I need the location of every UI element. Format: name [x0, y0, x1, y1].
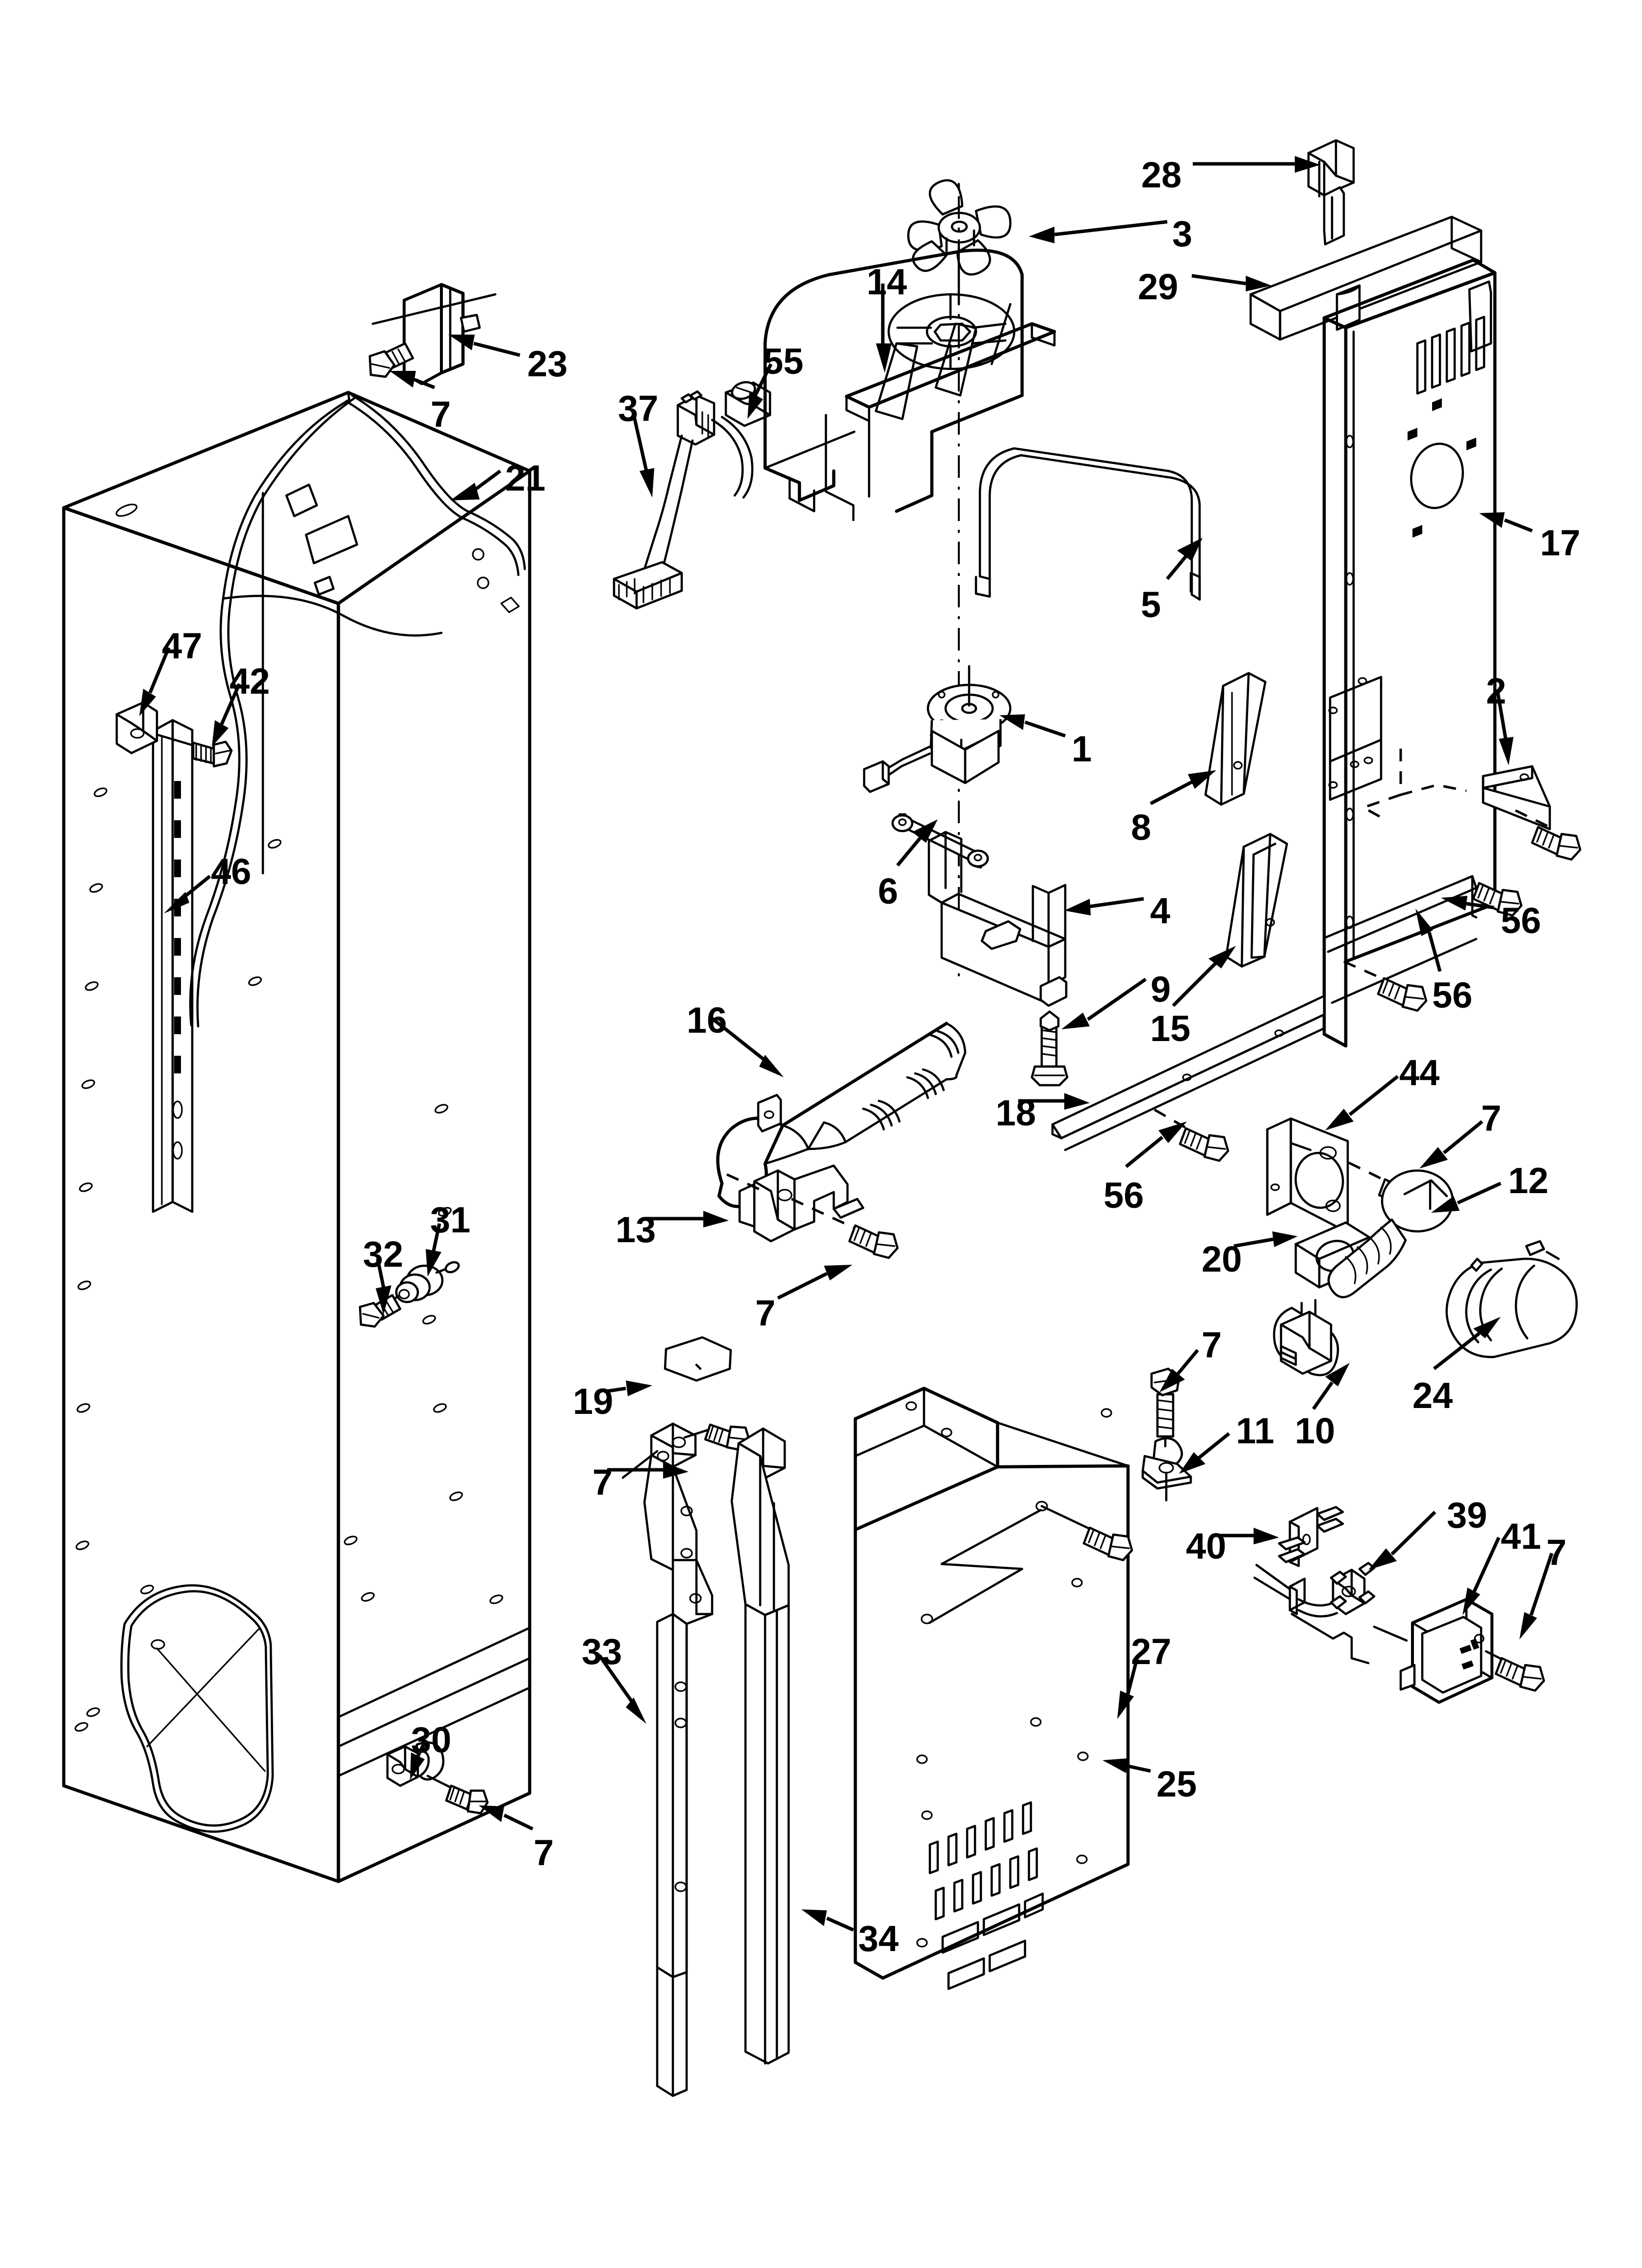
part-callout-8: 8 [1131, 807, 1152, 848]
rear-panel-17 [1322, 258, 1497, 1048]
part-callout-39: 39 [1447, 1495, 1488, 1536]
screw-9 [1030, 1010, 1069, 1087]
screw-56-upper [1531, 826, 1582, 861]
part-callout-16: 16 [687, 1000, 727, 1041]
part-callout-25: 25 [1156, 1764, 1197, 1804]
evaporator-fan-motor-1 [863, 196, 1012, 976]
part-callout-29: 29 [1138, 266, 1179, 307]
part-callout-56: 56 [1432, 975, 1473, 1016]
terminal-block-39 [1253, 1562, 1376, 1665]
insulation-pad-19 [664, 1336, 732, 1382]
support-rail-straight-34 [730, 1427, 790, 2065]
screw-27 [1040, 1505, 1133, 1562]
lower-rear-panel-25 [853, 1386, 1130, 1990]
screw-56-trim [1179, 1127, 1230, 1162]
part-callout-21: 21 [505, 458, 546, 498]
part-callout-47: 47 [162, 626, 203, 666]
cabinet-liner-assembly [62, 391, 532, 1883]
screw-7-duct [848, 1224, 899, 1259]
part-callout-32: 32 [363, 1234, 404, 1275]
part-callout-1: 1 [1072, 729, 1092, 769]
screw-42 [192, 740, 233, 768]
leader-lines [139, 156, 1554, 1932]
part-callout-6: 6 [878, 871, 898, 912]
wire-harness-37 [613, 381, 771, 610]
light-bulb-12 [1327, 1169, 1454, 1299]
control-module-41 [1373, 1598, 1507, 1704]
part-callout-10: 10 [1295, 1410, 1335, 1451]
part-callout-13: 13 [616, 1209, 656, 1250]
part-callout-7: 7 [755, 1293, 776, 1333]
part-callout-37: 37 [618, 388, 659, 429]
part-callout-40: 40 [1186, 1526, 1227, 1566]
part-callout-20: 20 [1202, 1239, 1242, 1279]
drain-tube-loop-5 [975, 447, 1201, 601]
wire-clamp-11 [1141, 1437, 1192, 1502]
part-callout-41: 41 [1501, 1516, 1541, 1557]
screw-56-lower [1343, 960, 1428, 1012]
part-callout-30: 30 [411, 1720, 452, 1760]
duct-bracket-13 [726, 1164, 865, 1243]
mounting-clip-8 [1204, 672, 1267, 806]
part-callout-7: 7 [534, 1832, 554, 1873]
part-callout-14: 14 [867, 261, 907, 302]
part-callout-23: 23 [527, 343, 568, 384]
thermostat-switch-10 [1273, 1299, 1339, 1377]
screw-56-mid [1472, 882, 1523, 917]
part-callout-7: 7 [1481, 1098, 1502, 1139]
part-callout-34: 34 [858, 1918, 899, 1959]
part-callout-9: 9 [1151, 969, 1171, 1010]
part-callout-3: 3 [1172, 213, 1193, 254]
clip-retainer-28 [1307, 139, 1355, 246]
support-rail-bent-33 [621, 1422, 714, 2097]
part-callout-17: 17 [1540, 522, 1581, 563]
screw-7-bottom [426, 1774, 489, 1815]
part-callout-44: 44 [1399, 1052, 1440, 1093]
part-callout-11: 11 [1236, 1410, 1275, 1451]
part-callout-46: 46 [211, 851, 252, 892]
part-callout-24: 24 [1412, 1375, 1453, 1416]
light-socket-bracket-44 [1266, 1117, 1390, 1234]
part-callout-55: 55 [763, 341, 804, 382]
air-duct-tube-16 [716, 1021, 967, 1208]
part-callout-7: 7 [1202, 1325, 1222, 1365]
part-callout-7: 7 [431, 394, 451, 435]
part-callout-42: 42 [230, 661, 270, 702]
part-callout-12: 12 [1508, 1160, 1549, 1201]
part-callout-4: 4 [1150, 890, 1171, 931]
part-callout-5: 5 [1141, 584, 1161, 625]
screw-7-module41 [1494, 1657, 1545, 1692]
spade-connector-40 [1278, 1506, 1344, 1567]
part-callout-7: 7 [592, 1462, 613, 1503]
light-lens-cover-24 [1445, 1240, 1578, 1358]
part-callout-7: 7 [1546, 1532, 1567, 1573]
part-callout-28: 28 [1141, 155, 1182, 195]
grommet-31 [395, 1261, 460, 1303]
part-callout-2: 2 [1486, 671, 1507, 711]
part-callout-56: 56 [1103, 1175, 1144, 1216]
bracket-2 [1482, 765, 1555, 831]
part-callout-15: 15 [1150, 1008, 1191, 1049]
fan-shroud-14 [763, 248, 1056, 521]
part-callout-19: 19 [573, 1381, 614, 1422]
part-callout-33: 33 [582, 1631, 622, 1672]
part-callout-27: 27 [1131, 1631, 1172, 1672]
motor-mount-bracket-4 [927, 831, 1068, 1007]
part-callout-31: 31 [430, 1199, 471, 1240]
ground-strap-6 [891, 813, 989, 869]
part-callout-56: 56 [1501, 900, 1541, 941]
part-callout-18: 18 [996, 1093, 1036, 1133]
